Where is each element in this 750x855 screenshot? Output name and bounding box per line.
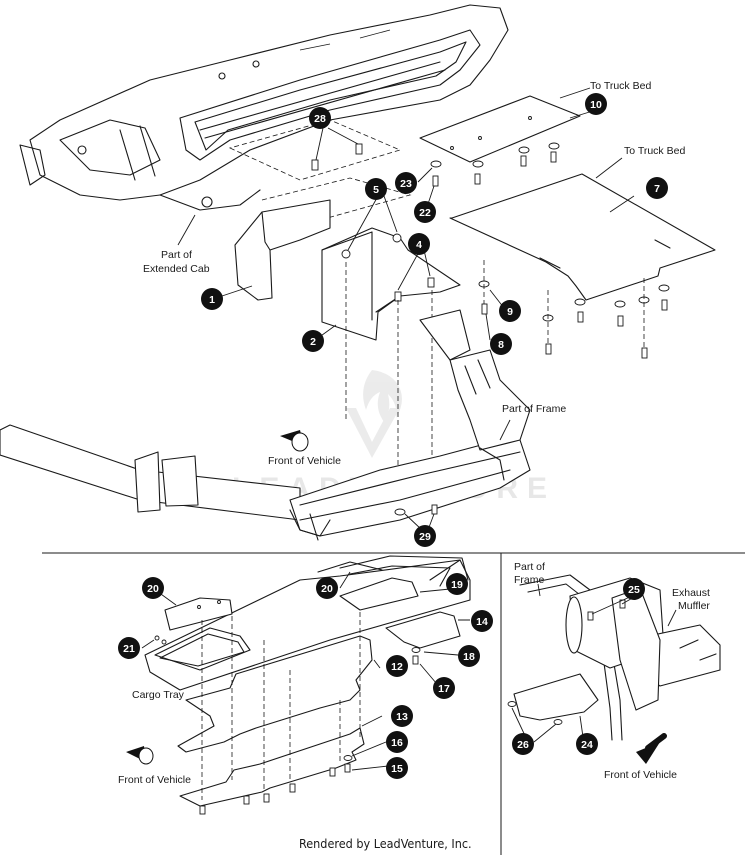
svg-text:9: 9 xyxy=(507,306,513,318)
callout-2: 2 xyxy=(302,330,324,352)
leader-to-truck-bed-2 xyxy=(595,157,623,179)
label-exhaust-muffler-line2: Muffler xyxy=(678,600,710,612)
callout-7: 7 xyxy=(646,177,668,199)
callout-23: 23 xyxy=(395,172,417,194)
svg-text:17: 17 xyxy=(438,683,450,695)
hardware-15-16 xyxy=(199,659,389,815)
front-of-vehicle-arrow-inset xyxy=(636,733,667,764)
callout-24: 24 xyxy=(576,733,598,755)
svg-text:23: 23 xyxy=(400,178,412,190)
plate-12 xyxy=(177,635,373,753)
svg-text:28: 28 xyxy=(314,113,326,125)
label-part-of-extended-cab-line2: Extended Cab xyxy=(143,263,210,275)
callout-28: 28 xyxy=(309,107,331,129)
leader-to-truck-bed-1 xyxy=(559,87,591,99)
callout-16: 16 xyxy=(386,731,408,753)
svg-text:19: 19 xyxy=(451,579,463,591)
callout-19: 19 xyxy=(446,573,468,595)
callout-20-right: 20 xyxy=(316,577,338,599)
callout-14: 14 xyxy=(471,610,493,632)
callout-13: 13 xyxy=(391,705,413,727)
front-of-vehicle-arrow-main xyxy=(280,430,309,452)
frame-illustration xyxy=(0,309,531,541)
svg-text:1: 1 xyxy=(209,294,215,306)
svg-text:10: 10 xyxy=(590,99,602,111)
guide-line-cab xyxy=(228,119,402,181)
svg-text:15: 15 xyxy=(391,763,403,775)
label-front-of-vehicle-inset: Front of Vehicle xyxy=(604,769,677,781)
svg-text:21: 21 xyxy=(123,643,135,655)
callout-8: 8 xyxy=(490,333,512,355)
heat-shield-1 xyxy=(221,199,331,301)
footer-rendered-by: Rendered by LeadVenture, Inc. xyxy=(299,836,472,851)
callout-1: 1 xyxy=(201,288,223,310)
svg-text:18: 18 xyxy=(463,651,475,663)
svg-text:20: 20 xyxy=(321,583,333,595)
svg-text:16: 16 xyxy=(391,737,403,749)
callout-12: 12 xyxy=(386,655,408,677)
svg-text:12: 12 xyxy=(391,661,403,673)
plate-10 xyxy=(419,95,581,163)
svg-text:24: 24 xyxy=(581,739,593,751)
hardware-22-23 xyxy=(417,142,560,205)
callout-22: 22 xyxy=(414,201,436,223)
svg-text:22: 22 xyxy=(419,207,431,219)
label-part-of-frame-inset-line2: Frame xyxy=(514,574,544,586)
callout-25: 25 xyxy=(623,578,645,600)
callout-15: 15 xyxy=(386,757,408,779)
svg-text:20: 20 xyxy=(147,583,159,595)
heat-shield-2 xyxy=(317,195,461,341)
bolt-28-set xyxy=(311,127,363,171)
svg-text:29: 29 xyxy=(419,531,431,543)
callout-26: 26 xyxy=(512,733,534,755)
svg-text:26: 26 xyxy=(517,739,529,751)
label-exhaust-muffler-line1: Exhaust xyxy=(672,587,710,599)
plate-7 xyxy=(449,173,716,301)
label-part-of-frame: Part of Frame xyxy=(502,403,566,415)
label-part-of-frame-inset-line1: Part of xyxy=(514,561,545,573)
callout-4: 4 xyxy=(408,233,430,255)
svg-text:4: 4 xyxy=(416,239,422,251)
callout-17: 17 xyxy=(433,677,455,699)
callout-29: 29 xyxy=(414,525,436,547)
label-part-of-extended-cab-line1: Part of xyxy=(161,249,192,261)
label-front-of-vehicle-main: Front of Vehicle xyxy=(268,455,341,467)
cargo-tray-guides xyxy=(201,612,361,800)
plate-14 xyxy=(385,611,470,691)
svg-text:14: 14 xyxy=(476,616,488,628)
svg-text:25: 25 xyxy=(628,584,640,596)
extended-cab-illustration xyxy=(19,4,509,246)
exhaust-inset-illustration xyxy=(507,574,721,745)
label-to-truck-bed-2: To Truck Bed xyxy=(624,145,685,157)
label-cargo-tray: Cargo Tray xyxy=(132,689,185,701)
svg-text:13: 13 xyxy=(396,711,408,723)
callout-21: 21 xyxy=(118,637,140,659)
svg-text:8: 8 xyxy=(498,339,504,351)
svg-text:2: 2 xyxy=(310,336,316,348)
svg-text:7: 7 xyxy=(654,183,660,195)
callout-10: 10 xyxy=(585,93,607,115)
hardware-7-bolts xyxy=(478,109,670,359)
label-front-of-vehicle-lower-left: Front of Vehicle xyxy=(118,774,191,786)
callout-20-left: 20 xyxy=(142,577,164,599)
callout-9: 9 xyxy=(499,300,521,322)
callout-18: 18 xyxy=(458,645,480,667)
label-to-truck-bed-1: To Truck Bed xyxy=(590,80,651,92)
front-of-vehicle-arrow-lower-left xyxy=(126,746,154,765)
plate-13 xyxy=(179,727,365,807)
svg-text:5: 5 xyxy=(373,184,379,196)
callout-5: 5 xyxy=(365,178,387,200)
